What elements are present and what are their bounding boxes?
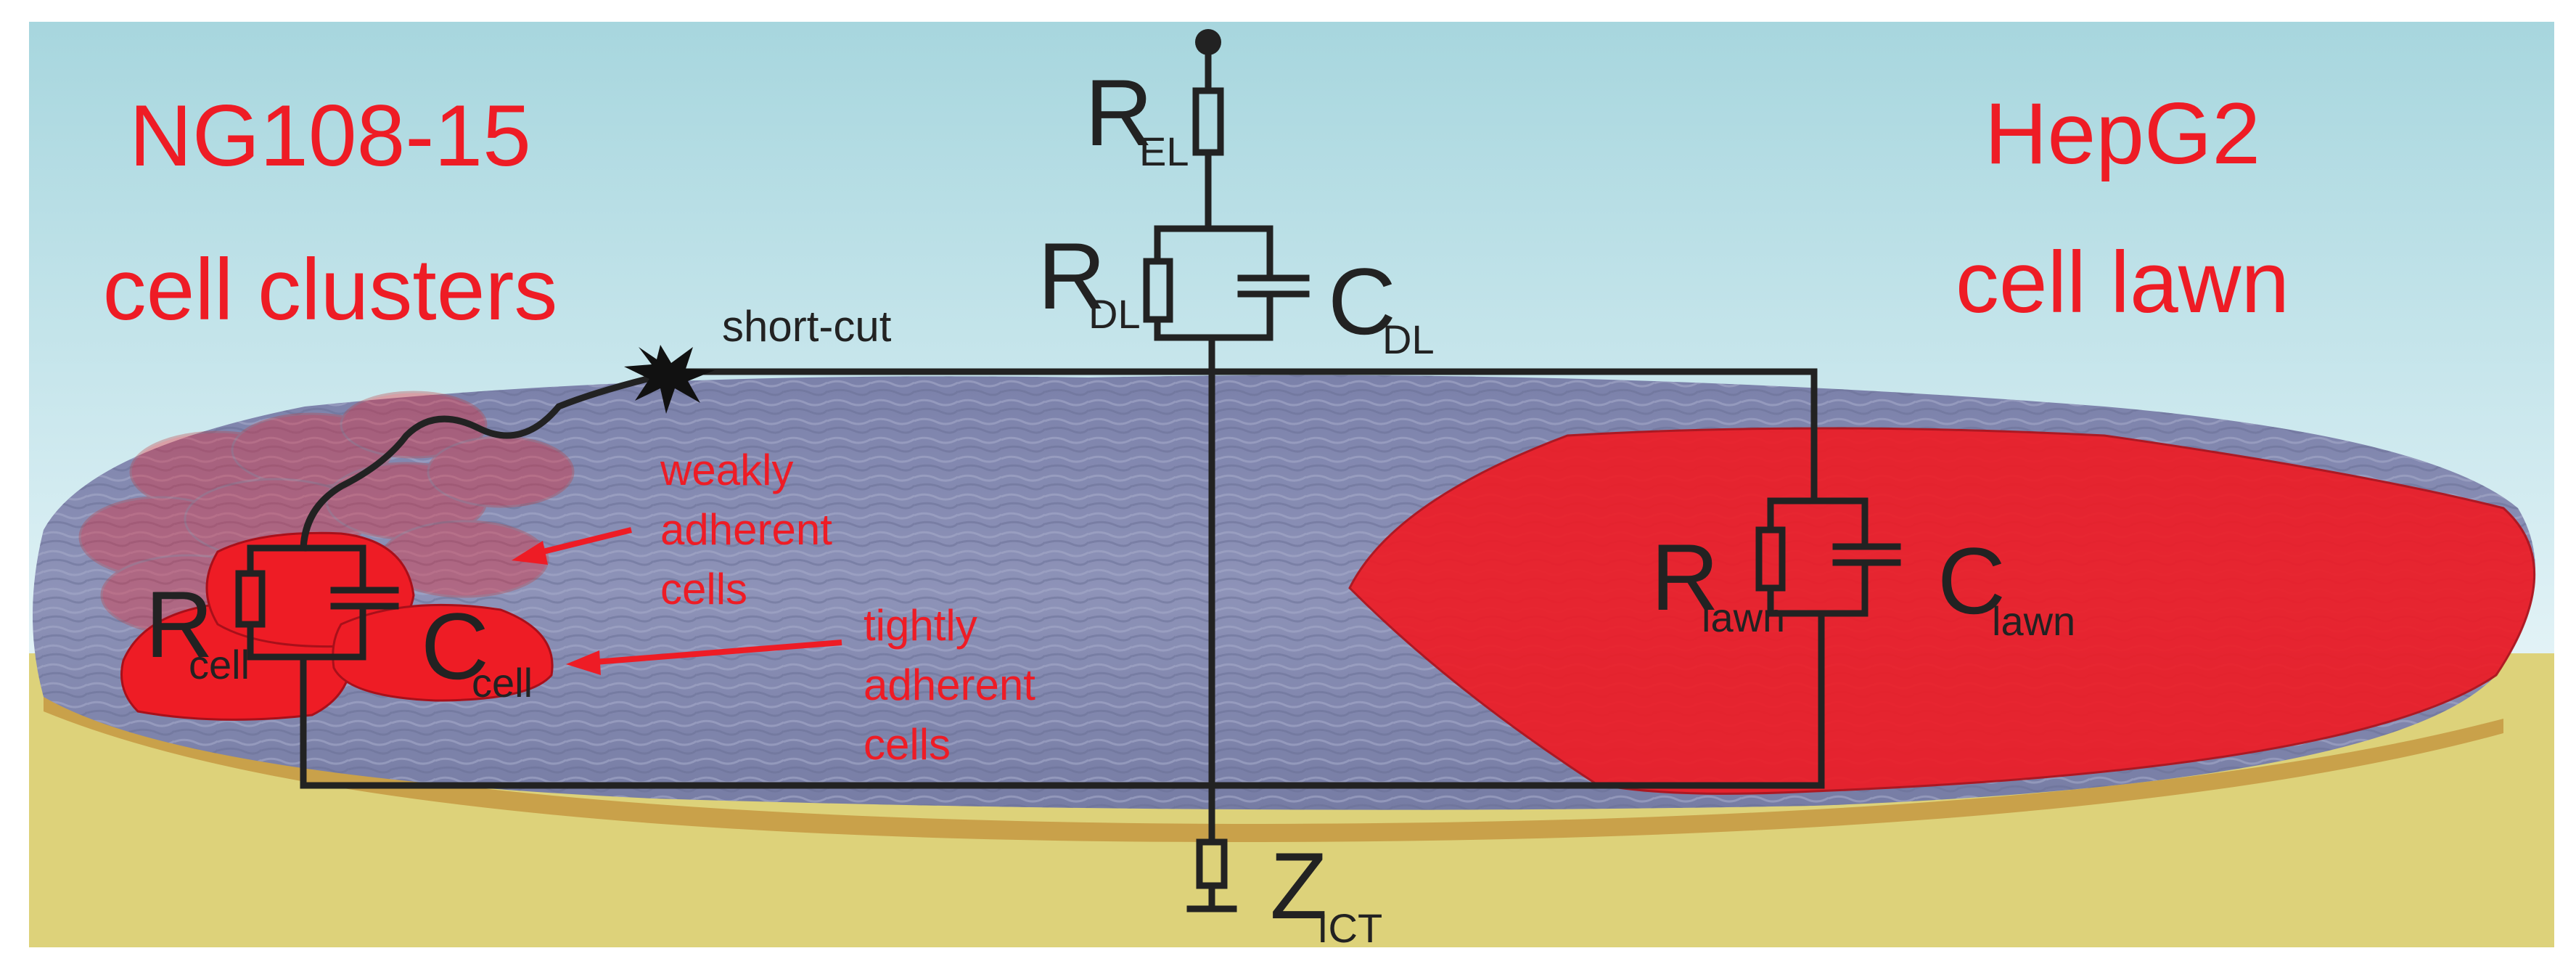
weakly-adherent-arrow xyxy=(512,527,632,565)
svg-text:ICT: ICT xyxy=(1317,905,1382,951)
tightly-adherent-arrow xyxy=(566,640,842,675)
svg-text:DL: DL xyxy=(1382,316,1435,362)
r-el-resistor xyxy=(1192,87,1224,156)
right-title-line1: HepG2 xyxy=(1985,85,2260,182)
svg-text:Z: Z xyxy=(1270,833,1327,939)
r-lawn-resistor xyxy=(1755,526,1786,592)
weakly-label-line3: cells xyxy=(660,565,747,613)
svg-text:R: R xyxy=(145,571,213,677)
c-cell-capacitor xyxy=(330,587,399,610)
r-lawn-label: R lawn xyxy=(1651,524,1785,640)
r-dl-label: R DL xyxy=(1038,223,1141,337)
left-title-line2: cell clusters xyxy=(103,241,558,338)
c-dl-capacitor xyxy=(1237,274,1310,298)
z-ict-impedance xyxy=(1196,838,1228,889)
tightly-label-line1: tightly xyxy=(864,601,977,650)
c-lawn-capacitor xyxy=(1832,543,1901,566)
electrode-edge xyxy=(44,697,2503,842)
svg-text:DL: DL xyxy=(1088,291,1141,337)
r-dl-resistor xyxy=(1143,258,1173,323)
svg-text:lawn: lawn xyxy=(1992,598,2075,644)
svg-text:C: C xyxy=(421,593,489,699)
tightly-label-line2: adherent xyxy=(864,661,1035,709)
svg-text:EL: EL xyxy=(1139,128,1189,174)
left-title-line1: NG108-15 xyxy=(129,87,531,184)
svg-text:R: R xyxy=(1651,524,1719,630)
c-lawn-label: C lawn xyxy=(1937,528,2075,644)
weakly-label-line2: adherent xyxy=(660,505,832,554)
hepg2-cell-lawn xyxy=(1348,427,2536,795)
svg-text:lawn: lawn xyxy=(1702,595,1785,640)
r-cell-resistor xyxy=(235,570,266,628)
short-cut-spark-icon xyxy=(624,345,715,414)
r-cell-label: R cell xyxy=(145,571,250,687)
svg-text:R: R xyxy=(1085,60,1153,166)
c-dl-label: C DL xyxy=(1328,248,1435,362)
right-title-line2: cell lawn xyxy=(1956,234,2289,331)
svg-text:C: C xyxy=(1328,248,1396,354)
tightly-label-line3: cells xyxy=(864,720,951,769)
weakly-label-line1: weakly xyxy=(660,446,793,494)
svg-text:cell: cell xyxy=(189,642,250,687)
svg-text:cell: cell xyxy=(472,660,533,706)
r-el-label: R EL xyxy=(1085,60,1189,174)
z-ict-label: Z ICT xyxy=(1270,833,1382,951)
svg-text:C: C xyxy=(1937,528,2006,634)
circuit-wires xyxy=(247,29,1869,912)
short-cut-label: short-cut xyxy=(722,302,892,351)
svg-text:R: R xyxy=(1038,223,1106,329)
c-cell-label: C cell xyxy=(421,593,533,706)
